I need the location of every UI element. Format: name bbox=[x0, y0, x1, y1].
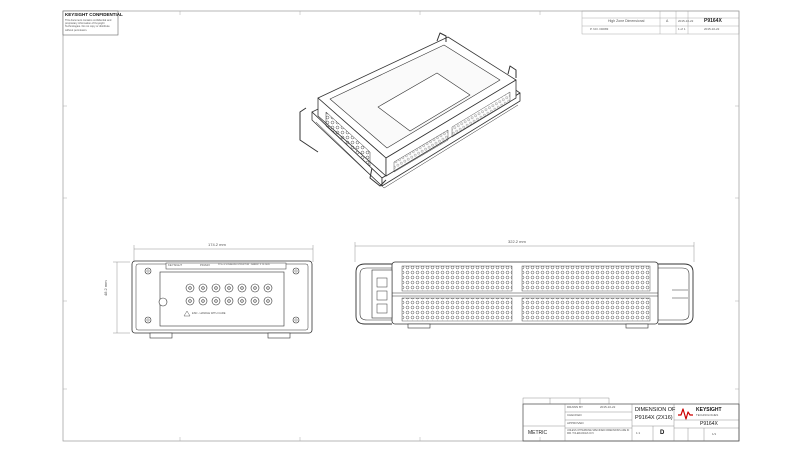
revision-sheet: 1 of 1 bbox=[678, 27, 686, 31]
revision-letter: A bbox=[666, 19, 669, 23]
brand-name: KEYSIGHT bbox=[696, 407, 722, 413]
checked-by-label: CHECKED bbox=[567, 413, 582, 417]
size-value: D bbox=[660, 430, 665, 436]
front-panel-warning: ESD - HANDLE WITH CARE bbox=[192, 312, 226, 315]
title-block-lines bbox=[522, 397, 740, 442]
revision-block bbox=[581, 10, 740, 35]
part-number: P9164X bbox=[700, 421, 718, 427]
sheet-border bbox=[62, 10, 740, 442]
drawing-title-line2: P9164X (2X16) bbox=[635, 415, 673, 421]
approved-by-label: APPROVED bbox=[567, 421, 584, 425]
confidential-text: This document contains confidential and … bbox=[65, 19, 112, 32]
revision-description: High Zone Dimensional bbox=[608, 19, 645, 23]
revision-rev-date: 2015-10-22 bbox=[704, 27, 720, 31]
front-height-dimension: 48.2 mm bbox=[103, 280, 108, 296]
keysight-logo-icon bbox=[678, 408, 693, 420]
border-ticks bbox=[63, 11, 739, 441]
units-label: METRIC bbox=[528, 430, 548, 436]
confidential-box bbox=[62, 10, 119, 36]
title-block-notes: UNLESS OTHERWISE SPECIFIED DIMENSIONS AR… bbox=[567, 429, 630, 435]
revision-date: 2015-10-22 bbox=[678, 19, 694, 23]
front-width-dimension: 174.2 mm bbox=[208, 242, 226, 247]
front-panel-brand: KEYSIGHT bbox=[168, 263, 183, 267]
date-value: 2015-10-22 bbox=[600, 405, 616, 409]
side-length-dimension: 322.2 mm bbox=[508, 239, 526, 244]
front-view bbox=[113, 245, 314, 339]
brand-sub: TECHNOLOGIES bbox=[696, 413, 719, 417]
scale-value: 1:1 bbox=[636, 431, 641, 435]
revision-model: P9164X bbox=[704, 18, 722, 24]
isometric-view bbox=[299, 32, 521, 189]
front-panel-description: PCIe & SCHAUKELSTRUKTUR - FABRIC X 16 GE… bbox=[218, 264, 270, 266]
side-view bbox=[354, 242, 695, 329]
front-connectors bbox=[185, 283, 273, 306]
drawn-by-label: DRAWN BY bbox=[567, 405, 584, 409]
drawing-title-line1: DIMENSION OF bbox=[635, 407, 676, 413]
sheet-value: 1/1 bbox=[712, 432, 717, 436]
front-panel-model: P9164X bbox=[200, 263, 210, 267]
confidential-title: KEYSIGHT CONFIDENTIAL bbox=[65, 12, 123, 17]
revision-drawing-no: P. NO. D0083 bbox=[590, 27, 609, 31]
